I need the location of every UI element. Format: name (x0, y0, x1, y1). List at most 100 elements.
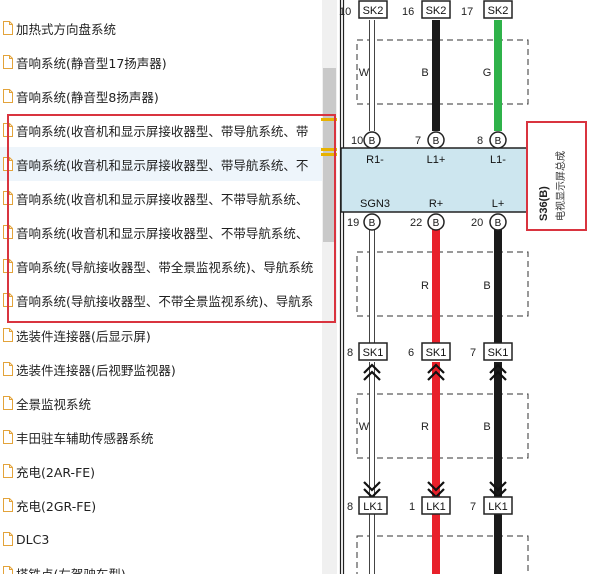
list-item-label: 选装件连接器(后显示屏) (16, 328, 151, 344)
document-icon (3, 362, 13, 376)
document-icon (3, 157, 13, 171)
vertical-scrollbar[interactable] (322, 0, 337, 574)
wire-code: R (421, 280, 429, 292)
highlight-box-unit-label (526, 121, 587, 231)
list-item-label: 充电(2AR-FE) (16, 464, 96, 480)
document-icon (3, 191, 13, 205)
list-item[interactable]: 加热式方向盘系统 (0, 11, 322, 45)
list-item[interactable]: 丰田驻车辅助传感器系统 (0, 420, 322, 454)
list-item[interactable]: DLC3 (0, 522, 322, 556)
pin-number: 8 (347, 501, 353, 513)
connector-label: LK1 (426, 501, 446, 513)
pin-circles-upper (363, 131, 507, 149)
list-item[interactable]: 选装件连接器(后显示屏) (0, 318, 322, 352)
document-icon (3, 532, 13, 546)
document-icon (3, 396, 13, 410)
list-item-label: 音响系统(收音机和显示屏接收器型、带导航系统、不 (16, 157, 309, 173)
wire-code: B (483, 280, 490, 292)
pin-mark: B (495, 136, 502, 147)
document-icon (3, 464, 13, 478)
connector-lk1 (358, 496, 513, 515)
pin-number: 16 (402, 6, 414, 18)
list-item-label: 丰田驻车辅助传感器系统 (16, 430, 154, 446)
wire-code: B (421, 67, 428, 79)
connector-sk2 (358, 0, 513, 19)
terminal-label: SGN3 (360, 198, 390, 210)
connector-label: SK1 (426, 347, 447, 359)
wire-code: W (359, 421, 370, 433)
list-item-label: 充电(2GR-FE) (16, 498, 97, 514)
document-icon (3, 328, 13, 342)
list-item-label: 音响系统(收音机和显示屏接收器型、不带导航系统、 (16, 225, 309, 241)
terminal-label: L1- (490, 154, 506, 166)
pin-number: 7 (470, 347, 476, 359)
pin-circles-lower (363, 213, 507, 231)
wire-code: W (359, 67, 370, 79)
list-item[interactable]: 音响系统(静音型17扬声器) (0, 45, 322, 79)
list-item-label: 搭铁点(左驾驶车型) (16, 566, 126, 574)
terminal-label: R+ (429, 198, 443, 210)
pin-number: 10 (351, 135, 363, 147)
list-item[interactable]: 选装件连接器(后视野监视器) (0, 352, 322, 386)
document-icon (3, 566, 13, 574)
shield-box (356, 535, 529, 574)
document-icon (3, 225, 13, 239)
shield-box (356, 393, 529, 459)
connector-label: SK1 (363, 347, 384, 359)
list-item[interactable]: 全景监视系统 (0, 386, 322, 420)
wire-code: R (421, 421, 429, 433)
search-hit-marker (321, 118, 337, 121)
shield-box (356, 251, 529, 317)
search-hit-marker (321, 148, 337, 151)
pin-number: 8 (477, 135, 483, 147)
wiring-diagram: W B G R B W R B 10 16 17 SK2 SK2 SK2 B B… (339, 0, 529, 574)
document-icon (3, 293, 13, 307)
document-icon (3, 89, 13, 103)
document-icon (3, 21, 13, 35)
document-icon (3, 55, 13, 69)
list-item[interactable]: 搭铁点(左驾驶车型) (0, 556, 322, 574)
list-item[interactable]: 充电(2AR-FE) (0, 454, 322, 488)
connector-label: LK1 (363, 501, 383, 513)
pin-mark: B (433, 136, 440, 147)
list-item[interactable]: 音响系统(收音机和显示屏接收器型、不带导航系统、 (0, 215, 322, 249)
connector-label: LK1 (488, 501, 508, 513)
list-item-label: 音响系统(收音机和显示屏接收器型、带导航系统、带 (16, 123, 309, 139)
pin-number: 10 (339, 6, 351, 18)
list-item-label: DLC3 (16, 531, 50, 547)
document-icon (3, 498, 13, 512)
pin-number: 1 (409, 501, 415, 513)
list-item-label: 音响系统(静音型8扬声器) (16, 89, 159, 105)
shield-box (356, 39, 529, 105)
pin-number: 6 (408, 347, 414, 359)
search-hit-marker (321, 153, 337, 156)
wire-code: B (483, 421, 490, 433)
unit-label-vertical: S36(B) 电视显示屏总成 (538, 151, 567, 221)
terminal-label: R1- (366, 154, 384, 166)
list-item-label: 音响系统(导航接收器型、不带全景监视系统)、导航系 (16, 293, 314, 309)
unit-id: S36(B) (538, 186, 550, 221)
pin-mark: B (369, 136, 376, 147)
list-item-selected[interactable]: 音响系统(收音机和显示屏接收器型、带导航系统、不 (0, 147, 322, 181)
list-item[interactable]: 音响系统(导航接收器型、不带全景监视系统)、导航系 (0, 283, 322, 317)
pin-mark: B (433, 218, 440, 229)
list-item[interactable]: 音响系统(收音机和显示屏接收器型、不带导航系统、 (0, 181, 322, 215)
list-item[interactable]: 充电(2GR-FE) (0, 488, 322, 522)
pin-number: 8 (347, 347, 353, 359)
pin-number: 20 (471, 217, 483, 229)
wire-code: G (483, 67, 492, 79)
connector-arrows (363, 363, 507, 499)
pin-number: 17 (461, 6, 473, 18)
list-item[interactable]: 音响系统(静音型8扬声器) (0, 79, 322, 113)
pin-number: 7 (470, 501, 476, 513)
pin-number: 22 (410, 217, 422, 229)
connector-label: SK2 (488, 5, 509, 17)
connector-label: SK1 (488, 347, 509, 359)
terminal-label: L+ (492, 198, 505, 210)
list-item-label: 加热式方向盘系统 (16, 21, 117, 37)
list-item[interactable]: 音响系统(收音机和显示屏接收器型、带导航系统、带 (0, 113, 322, 147)
pin-number: 19 (347, 217, 359, 229)
document-icon (3, 123, 13, 137)
list-item-label: 音响系统(导航接收器型、带全景监视系统)、导航系统 (16, 259, 314, 275)
list-item[interactable]: 音响系统(导航接收器型、带全景监视系统)、导航系统 (0, 249, 322, 283)
